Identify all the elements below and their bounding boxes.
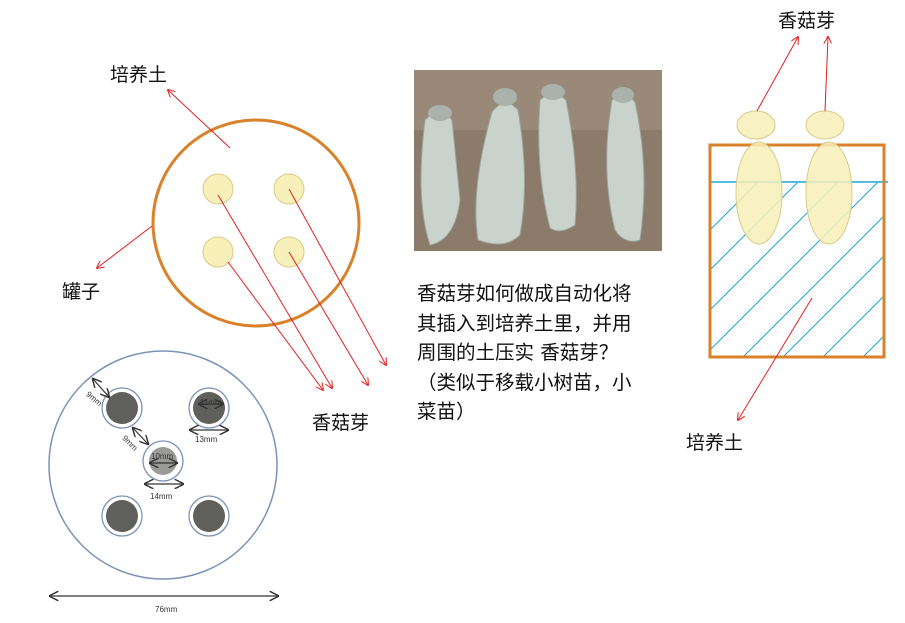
label-jar: 罐子: [62, 281, 101, 303]
dim-total: 76mm: [155, 605, 178, 614]
dim-inner-small: 11mm: [200, 398, 222, 407]
dim-outer-small: 13mm: [195, 435, 218, 444]
dim-outer-center: 14mm: [150, 492, 173, 501]
label-sprout-right: 香菇芽: [778, 10, 836, 32]
question-text: 香菇芽如何做成自动化将其插入到培养土里，并用周围的土压实 香菇芽？（类似于移载小…: [417, 282, 632, 423]
jar-top-view: [97, 90, 386, 390]
label-soil-left: 培养土: [110, 64, 168, 86]
dimension-plan: 9mm 9mm 11mm 13mm 10mm 14mm 76mm: [48, 350, 278, 614]
pot-cross-section: [708, 37, 888, 420]
dim-inner-center: 10mm: [151, 452, 174, 461]
label-sprout-left: 香菇芽: [312, 412, 370, 434]
dim-wall-gap: 9mm: [84, 390, 104, 409]
label-soil-right: 培养土: [686, 432, 744, 454]
sprout-photo: [414, 70, 662, 251]
dim-hole-gap: 9mm: [120, 434, 139, 453]
